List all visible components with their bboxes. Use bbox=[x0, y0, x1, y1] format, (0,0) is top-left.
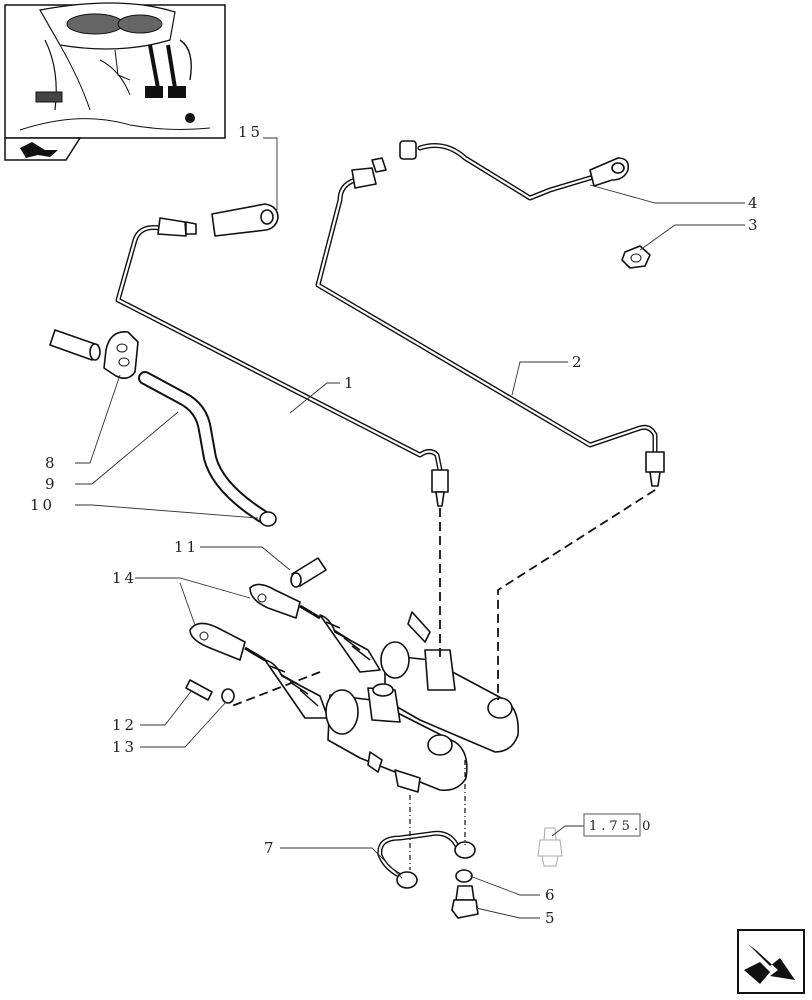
callout-8: 8 bbox=[45, 454, 58, 472]
part-3-nut bbox=[621, 245, 651, 269]
part-4-pipe-assembly bbox=[399, 140, 630, 201]
callout-14: 14 bbox=[112, 569, 137, 587]
callout-6: 6 bbox=[545, 886, 558, 904]
cross-reference-link[interactable]: 1.75.0 bbox=[583, 813, 654, 837]
part-14-master-cylinder-assembly bbox=[189, 583, 520, 793]
reference-fitting bbox=[537, 827, 563, 867]
callout-3: 3 bbox=[748, 216, 761, 234]
part-1-brake-pipe bbox=[115, 217, 449, 507]
leader-lines bbox=[75, 137, 745, 919]
tractor-pedal-locator-icon bbox=[19, 2, 211, 131]
callout-2: 2 bbox=[572, 353, 585, 371]
callout-12: 12 bbox=[112, 716, 137, 734]
callout-10: 10 bbox=[30, 496, 55, 514]
callout-1: 1 bbox=[344, 374, 357, 392]
part-8-pin bbox=[49, 329, 101, 361]
next-page-arrow-icon[interactable] bbox=[737, 929, 805, 994]
part-15-bracket bbox=[211, 203, 279, 237]
callout-4: 4 bbox=[748, 194, 761, 212]
callout-9: 9 bbox=[45, 475, 58, 493]
part-12-bolt bbox=[185, 679, 213, 701]
part-5-banjo-bolt bbox=[451, 885, 479, 919]
section-navigation-icon[interactable] bbox=[4, 137, 82, 161]
part-10-hose bbox=[138, 371, 277, 527]
part-11-clevis-pin bbox=[290, 557, 327, 588]
callout-labels: 15 4 3 1 2 8 9 10 11 14 12 13 7 6 5 bbox=[30, 123, 761, 927]
part-13-washer bbox=[221, 688, 235, 704]
connection-lines bbox=[231, 489, 656, 870]
callout-5: 5 bbox=[545, 909, 558, 927]
callout-15: 15 bbox=[238, 123, 263, 141]
part-7-pipe bbox=[377, 830, 476, 889]
part-9-grommet bbox=[103, 331, 139, 380]
cross-reference-label: 1.75.0 bbox=[589, 819, 654, 834]
part-6-seal-washer bbox=[455, 869, 473, 883]
callout-11: 11 bbox=[174, 538, 199, 556]
locator-inset bbox=[4, 2, 226, 139]
callout-7: 7 bbox=[264, 839, 277, 857]
part-2-brake-pipe bbox=[315, 157, 665, 487]
callout-13: 13 bbox=[112, 738, 137, 756]
